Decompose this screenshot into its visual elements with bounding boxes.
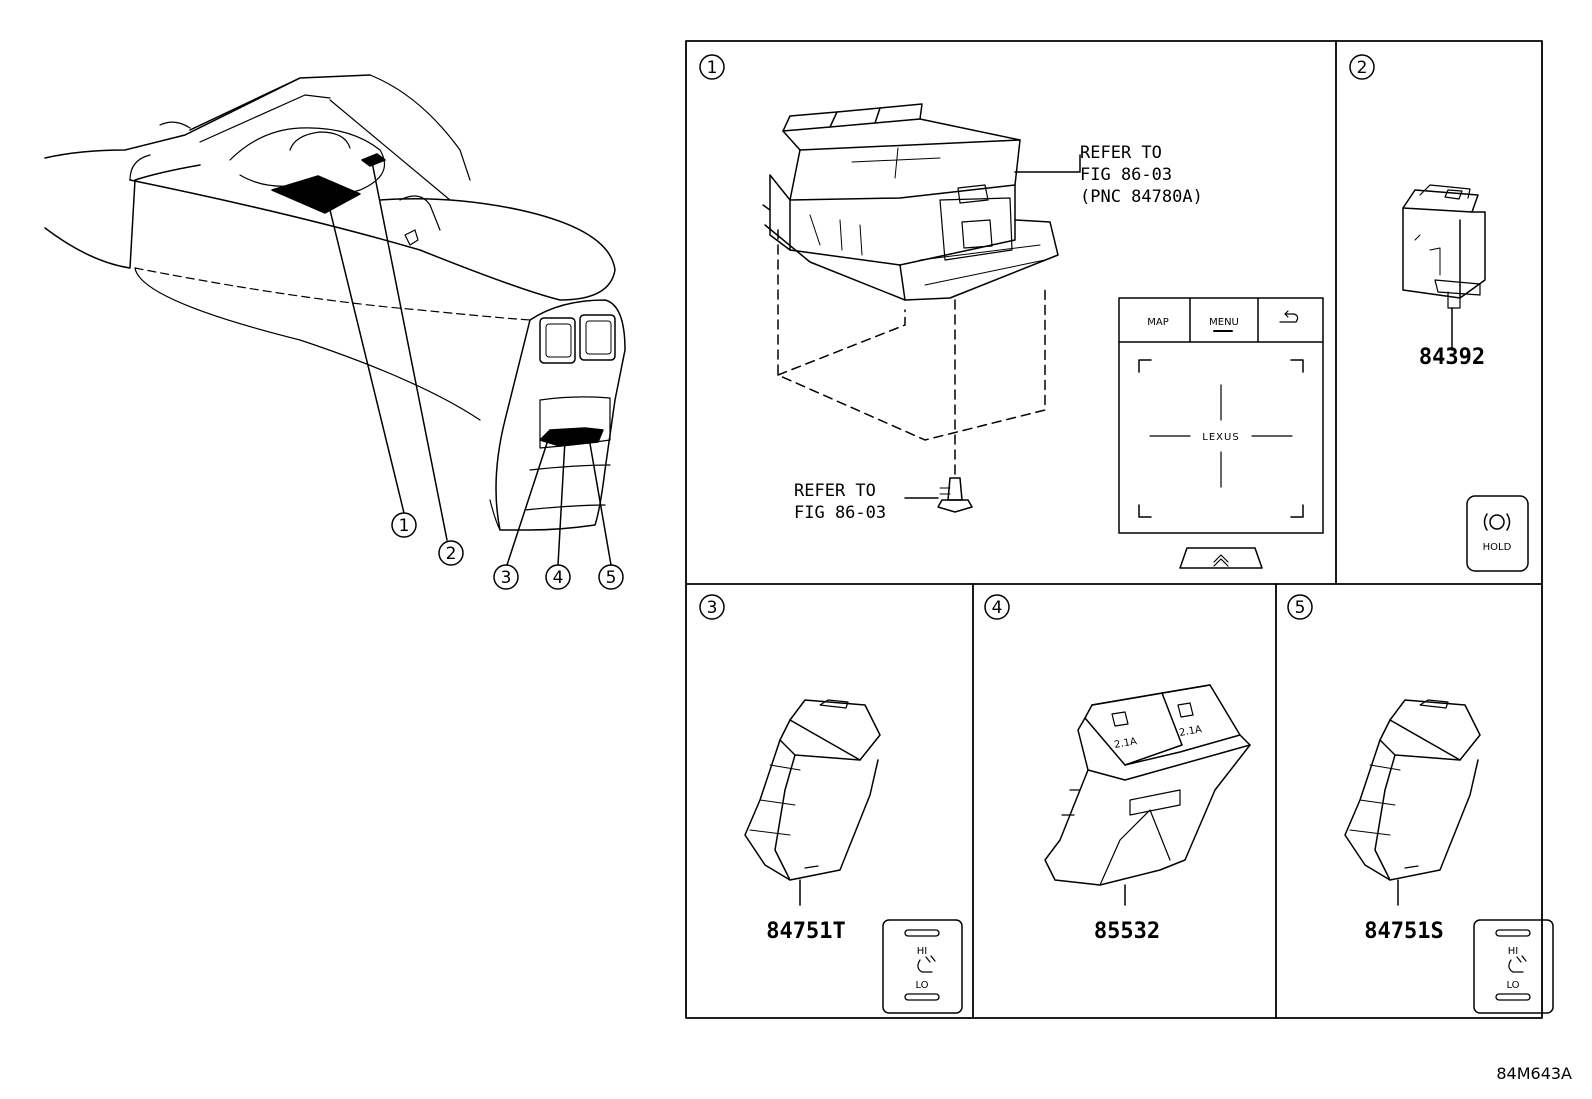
panel-5-part-number[interactable]: 84751S xyxy=(1364,919,1443,944)
hold-switch-drawing xyxy=(1402,184,1529,572)
panel-3-switch-hi: HI xyxy=(917,946,927,957)
panel-2-part-number[interactable]: 84392 xyxy=(1419,345,1485,370)
panel-numbers xyxy=(699,54,1375,620)
panel-1-number: 1 xyxy=(707,58,718,78)
hold-icon-label: HOLD xyxy=(1483,542,1512,553)
panel-1-refer-line-1: REFER TO xyxy=(1080,143,1162,163)
panel-1-bolt-refer-line-2: FIG 86-03 xyxy=(794,503,886,523)
panel-3-number: 3 xyxy=(707,598,718,618)
figure-id: 84M643A xyxy=(1496,1064,1572,1083)
usb-port-1-label: 2.1A xyxy=(1113,736,1137,751)
panel-3-part-number[interactable]: 84751T xyxy=(766,919,845,944)
touchpad-logo: LEXUS xyxy=(1202,432,1239,443)
usb-charger-drawing xyxy=(1044,684,1251,906)
panel-4-part-number[interactable]: 85532 xyxy=(1094,919,1160,944)
overview-callout-2[interactable]: 2 xyxy=(446,544,457,564)
panel-1-refer-line-2: FIG 86-03 xyxy=(1080,165,1172,185)
panel-2-number: 2 xyxy=(1357,58,1368,78)
panel-1-refer-line-3: (PNC 84780A) xyxy=(1080,187,1203,207)
overview-callout-4[interactable]: 4 xyxy=(553,568,564,588)
overview-callout-1[interactable]: 1 xyxy=(399,516,410,536)
usb-port-2-label: 2.1A xyxy=(1178,724,1202,739)
seat-heater-switch-left-drawing xyxy=(744,699,963,1014)
overview-callout-3[interactable]: 3 xyxy=(501,568,512,588)
remote-touch-unit-drawing xyxy=(762,103,1324,569)
panel-1-bolt-refer-line-1: REFER TO xyxy=(794,481,876,501)
panel-4-number: 4 xyxy=(992,598,1003,618)
panel-5-switch-hi: HI xyxy=(1508,946,1518,957)
panel-5-number: 5 xyxy=(1295,598,1306,618)
touchpad-map-button: MAP xyxy=(1147,317,1169,328)
seat-heater-switch-right-drawing xyxy=(1344,699,1554,1014)
panel-3-switch-lo: LO xyxy=(915,980,928,991)
panel-grid xyxy=(685,40,1543,1019)
overview-callout-5[interactable]: 5 xyxy=(606,568,617,588)
touchpad-menu-button: MENU xyxy=(1209,317,1239,328)
panel-5-switch-lo: LO xyxy=(1506,980,1519,991)
console-overview-drawing xyxy=(44,74,626,590)
